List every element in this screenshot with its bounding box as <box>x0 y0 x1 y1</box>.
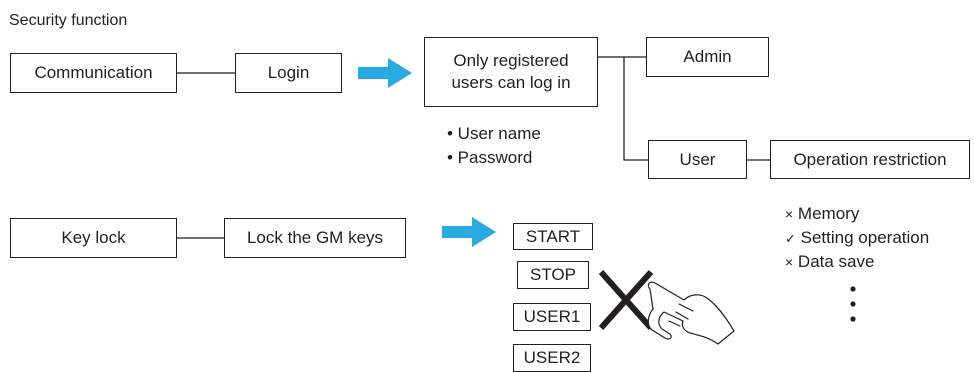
restriction-label: Data save <box>797 252 875 271</box>
stop-key: STOP <box>517 261 589 289</box>
restriction-setting-operation: ✓ Setting operation <box>785 227 929 250</box>
restriction-memory: × Memory <box>785 203 859 225</box>
operation-restriction-box: Operation restriction <box>770 140 970 179</box>
communication-label: Communication <box>34 63 153 82</box>
pointing-hand-icon <box>647 281 735 345</box>
restriction-data-save: × Data save <box>785 251 874 273</box>
restriction-mark-icon: × <box>785 254 794 270</box>
user1-key-label: USER1 <box>523 307 581 326</box>
arrow-right-icon <box>358 58 412 88</box>
cross-icon <box>598 270 654 330</box>
diagram-title: Security function <box>9 12 128 29</box>
start-key: START <box>513 223 593 250</box>
start-key-label: START <box>525 226 581 246</box>
registered-user-connector <box>623 57 648 161</box>
user-box: User <box>648 140 747 179</box>
registered-line-2: users can log in <box>451 73 571 92</box>
login-box: Login <box>235 53 342 93</box>
registered-users-box: Only registered users can log in <box>424 37 598 107</box>
restriction-label: Memory <box>797 204 860 223</box>
credential-password: • Password <box>447 148 533 167</box>
user1-key: USER1 <box>513 303 591 331</box>
user2-key: USER2 <box>513 344 591 372</box>
key-lock-label: Key lock <box>61 228 126 247</box>
lock-gm-keys-label: Lock the GM keys <box>246 228 384 247</box>
stop-key-label: STOP <box>530 265 576 284</box>
lock-gm-keys-box: Lock the GM keys <box>224 218 406 258</box>
restriction-mark-icon: × <box>785 206 794 222</box>
operation-restriction-label: Operation restriction <box>793 149 947 169</box>
admin-box: Admin <box>646 37 769 77</box>
admin-label: Admin <box>683 47 732 66</box>
user2-key-label: USER2 <box>523 348 581 367</box>
restriction-mark-icon: ✓ <box>785 231 796 246</box>
communication-box: Communication <box>10 53 177 93</box>
credential-user-name: • User name <box>447 124 541 143</box>
arrow-right-icon <box>442 217 496 247</box>
registered-line-1: Only registered <box>453 51 569 70</box>
vertical-dots-icon <box>850 286 856 322</box>
user-label: User <box>679 149 716 169</box>
login-label: Login <box>267 63 310 82</box>
restriction-label: Setting operation <box>800 228 930 247</box>
key-lock-box: Key lock <box>10 218 177 258</box>
